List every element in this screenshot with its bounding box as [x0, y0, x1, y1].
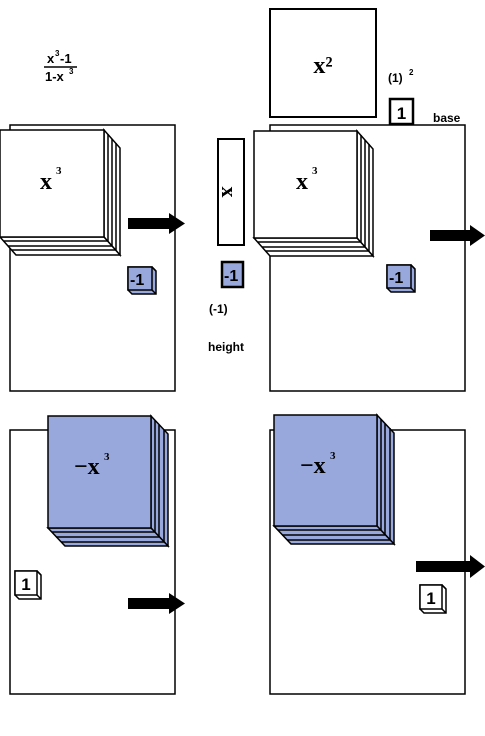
one-label: 1 [21, 575, 30, 594]
x-squared-label: x² [313, 53, 332, 79]
x-cubed-block-top-left: x 3 [0, 128, 122, 257]
fraction: x 3 -1 1-x 3 [44, 49, 77, 84]
neg-x-cubed-label-base: −x [300, 453, 326, 479]
right-arrow-icon [128, 213, 185, 234]
one-squared-exp: 2 [409, 68, 414, 77]
one-cube-bottom-right: 1 [419, 584, 447, 614]
x-squared-square: x² [269, 8, 377, 118]
neg-x-cubed-block-bottom-right: −x 3 [272, 413, 396, 546]
one-square-label: 1 [397, 104, 406, 123]
x-cubed-label-base: x [40, 169, 52, 195]
x-height-label: x [217, 187, 242, 198]
right-arrow-icon [430, 225, 485, 246]
neg-one-cube-top-right: -1 [386, 264, 416, 293]
one-squared-base: (1) [388, 71, 403, 85]
one-label: 1 [426, 589, 435, 608]
neg-x-cubed-label-exp: 3 [104, 451, 110, 463]
base-label: base [433, 111, 461, 125]
height-label: height [208, 340, 244, 354]
x-cubed-label-exp: 3 [56, 165, 62, 177]
fraction-denominator-exp: 3 [69, 67, 74, 76]
neg-one-label: -1 [130, 272, 144, 289]
neg-x-cubed-label-exp: 3 [330, 450, 336, 462]
paren-neg-one-label: (-1) [209, 302, 228, 316]
panel-top-left [9, 124, 176, 392]
x-cubed-label-exp: 3 [312, 165, 318, 177]
x-cubed-label-base: x [296, 169, 308, 195]
neg-x-cubed-label-base: −x [74, 454, 100, 480]
right-arrow-icon [128, 593, 185, 614]
one-square: 1 [388, 97, 415, 126]
x-height-bar: x [217, 138, 245, 246]
fraction-numerator-rest: -1 [60, 51, 72, 66]
neg-one-cube-top-left: -1 [127, 266, 157, 295]
x-cubed-block-top-right: x 3 [252, 129, 375, 258]
one-cube-bottom-left: 1 [14, 570, 42, 600]
fraction-denominator-pre: 1-x [45, 69, 65, 84]
right-arrow-icon [416, 555, 485, 578]
neg-one-square-label: -1 [224, 268, 238, 285]
panel-top-right [269, 124, 466, 392]
neg-one-label: -1 [389, 270, 403, 287]
neg-one-square: -1 [220, 260, 245, 289]
fraction-numerator-exp: 3 [55, 49, 60, 58]
neg-x-cubed-block-bottom-left: −x 3 [46, 414, 170, 548]
fraction-numerator-base: x [47, 51, 55, 66]
